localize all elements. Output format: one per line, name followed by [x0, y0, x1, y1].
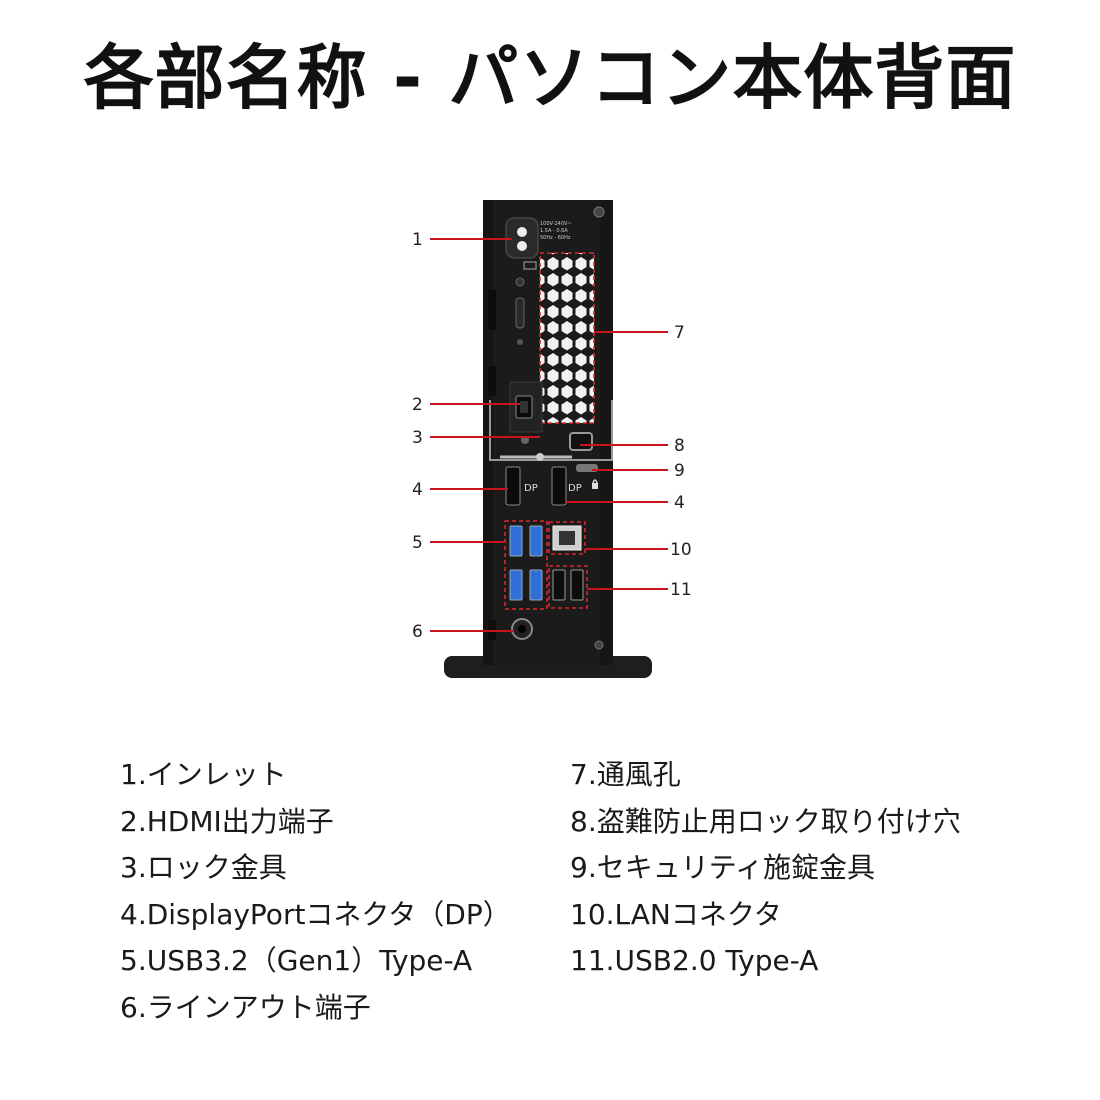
- usb3-ports: [509, 525, 543, 601]
- legend-item-11: 11.USB2.0 Type-A: [570, 944, 819, 977]
- callout-7: 7: [674, 323, 685, 343]
- legend-item-2: 2.HDMI出力端子: [120, 804, 334, 838]
- legend-item-10: 10.LANコネクタ: [570, 897, 782, 931]
- displayport-right: [551, 466, 567, 506]
- legend-item-3: 3.ロック金具: [120, 851, 287, 884]
- legend-right: 7.通風孔 8.盗難防止用ロック取り付け穴 9.セキュリティ施錠金具 10.LA…: [570, 752, 961, 985]
- power-spec-1: 100V-240V~: [540, 221, 572, 227]
- legend-left: 1.インレット 2.HDMI出力端子 3.ロック金具 4.DisplayPort…: [120, 752, 511, 1031]
- hdmi-port: [515, 395, 533, 419]
- dp-label-right: DP: [568, 483, 582, 494]
- ventilation-grille: [540, 253, 594, 423]
- legend-item-9: 9.セキュリティ施錠金具: [570, 851, 876, 884]
- callout-4-right: 4: [674, 493, 685, 513]
- callout-5: 5: [412, 533, 423, 553]
- legend-item-4: 4.DisplayPortコネクタ（DP）: [120, 897, 511, 931]
- callout-9: 9: [674, 461, 685, 481]
- callout-3: 3: [412, 428, 423, 448]
- legend-item-8: 8.盗難防止用ロック取り付け穴: [570, 804, 961, 838]
- callout-10: 10: [670, 540, 692, 560]
- callout-11: 11: [670, 580, 692, 600]
- callout-2: 2: [412, 395, 423, 415]
- power-spec-2: 1.5A - 0.6A: [540, 228, 568, 234]
- lan-port: [552, 525, 582, 551]
- callout-1: 1: [412, 230, 423, 250]
- security-lock-slot: [569, 432, 593, 451]
- page-title: 各部名称 - パソコン本体背面: [83, 37, 1017, 119]
- callout-8: 8: [674, 436, 685, 456]
- legend-item-1: 1.インレット: [120, 758, 287, 791]
- usb2-ports: [552, 569, 584, 601]
- pc-rear-diagram: 100V-240V~ 1.5A - 0.6A 50Hz - 60Hz DP DP: [412, 200, 692, 678]
- callout-4-left: 4: [412, 480, 423, 500]
- screw-bottom: [594, 640, 604, 650]
- legend-item-6: 6.ラインアウト端子: [120, 990, 371, 1024]
- lock-bracket: [489, 400, 613, 461]
- dp-label-left: DP: [524, 483, 538, 494]
- callout-6: 6: [412, 622, 423, 642]
- line-out-jack: [511, 618, 533, 640]
- legend-item-7: 7.通風孔: [570, 758, 681, 791]
- power-spec-3: 50Hz - 60Hz: [540, 235, 571, 241]
- legend-item-5: 5.USB3.2（Gen1）Type-A: [120, 944, 473, 977]
- screw-top: [593, 206, 605, 218]
- displayport-left: [505, 466, 521, 506]
